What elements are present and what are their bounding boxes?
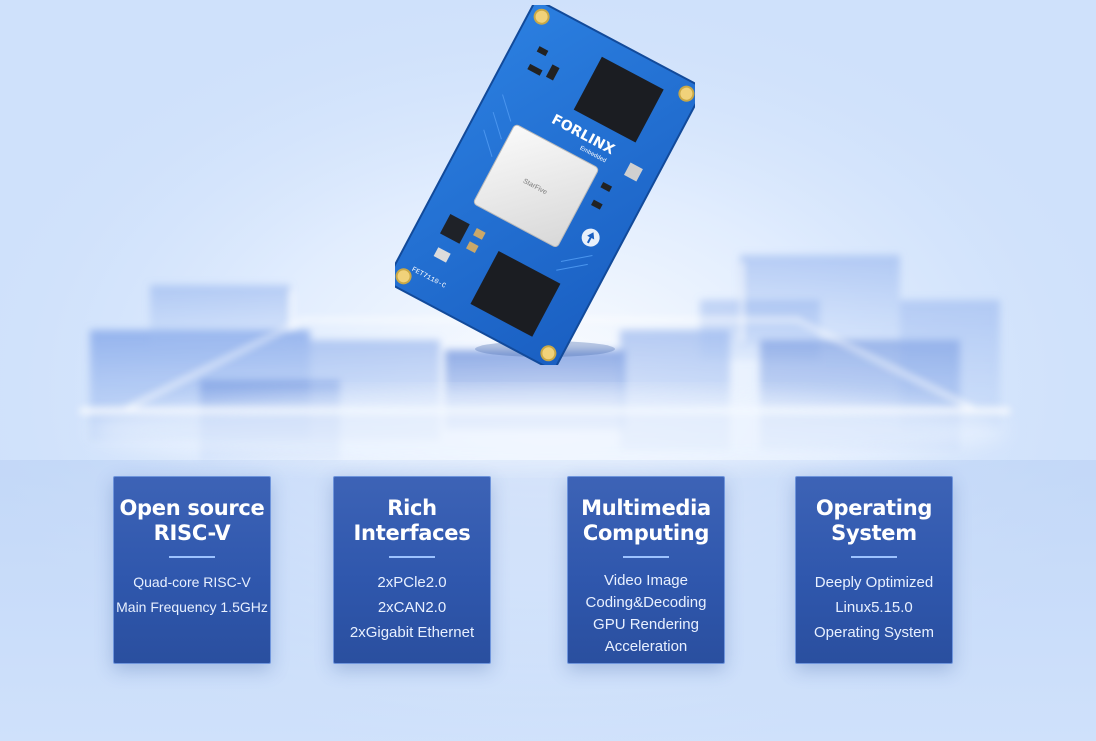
feature-title: Operating System <box>815 496 933 545</box>
feature-card-risc-v: Open source RISC-V Quad-core RISC-V Main… <box>113 476 271 664</box>
feature-title: Rich Interfaces <box>353 496 471 545</box>
som-board-image: StarFive FORLINX Embedded FET7110-C <box>387 0 703 370</box>
title-underline <box>851 556 897 558</box>
feature-description: Quad-core RISC-V Main Frequency 1.5GHz <box>116 574 268 615</box>
feature-card-multimedia: Multimedia Computing Video Image Coding&… <box>567 476 725 664</box>
feature-card-os: Operating System Deeply Optimized Linux5… <box>795 476 953 664</box>
feature-description: Deeply Optimized Linux5.15.0 Operating S… <box>813 574 935 641</box>
feature-title: Open source RISC-V <box>119 496 265 545</box>
title-underline <box>389 556 435 558</box>
feature-card-interfaces: Rich Interfaces 2xPCle2.0 2xCAN2.0 2xGig… <box>333 476 491 664</box>
feature-description: Video Image Coding&Decoding GPU Renderin… <box>585 572 707 655</box>
feature-title: Multimedia Computing <box>581 496 711 545</box>
title-underline <box>169 556 215 558</box>
title-underline <box>623 556 669 558</box>
feature-description: 2xPCle2.0 2xCAN2.0 2xGigabit Ethernet <box>349 574 475 641</box>
